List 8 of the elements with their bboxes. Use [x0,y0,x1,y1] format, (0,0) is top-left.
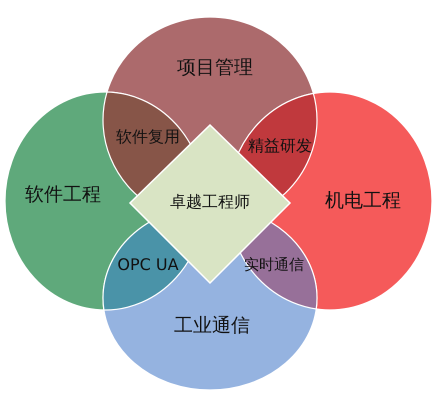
overlap-label: OPC UA [117,257,179,273]
circle-label: 软件工程 [25,186,101,204]
circle-label: 项目管理 [177,58,253,78]
circle-label: 工业通信 [174,316,250,336]
diamond-label: 卓越工程师 [170,194,250,210]
circle-label: 机电工程 [325,192,401,210]
overlap-label: 软件复用 [116,129,180,145]
overlap-label: 精益研发 [248,138,312,154]
